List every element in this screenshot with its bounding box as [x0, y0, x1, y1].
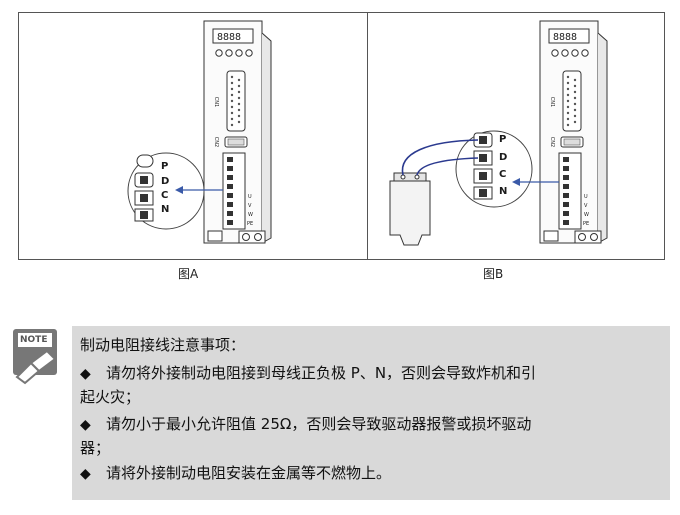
note-panel: [72, 326, 670, 500]
side-pin-pe-b: PE: [583, 221, 590, 227]
servo-drive-b: 8888: [539, 20, 608, 244]
side-pin-v-b: V: [584, 203, 588, 209]
svg-text:8888: 8888: [217, 32, 241, 43]
note-line-2: 起火灾；: [80, 386, 140, 407]
pin-label-c-a: C: [161, 190, 169, 201]
cn1-label-a: CN1: [213, 96, 220, 108]
pin-label-d-a: D: [161, 176, 170, 187]
pin-label-d-b: D: [499, 152, 508, 163]
side-pin-u-a: U: [248, 194, 252, 200]
figure-a-drawing: 8888: [127, 20, 272, 244]
pin-label-n-b: N: [499, 186, 508, 197]
pin-label-p-b: P: [499, 134, 507, 145]
note-line-4: 器；: [80, 437, 110, 458]
pin-label-p-a: P: [161, 161, 169, 172]
note-text-5: 请将外接制动电阻安装在金属等不燃物上。: [106, 464, 392, 482]
brake-resistor: [389, 172, 431, 246]
side-pin-w-a: W: [248, 212, 253, 218]
servo-drive-a: 8888: [203, 20, 272, 244]
note-title: 制动电阻接线注意事项：: [80, 336, 246, 354]
side-pin-u-b: U: [584, 194, 588, 200]
pin-label-c-b: C: [499, 169, 507, 180]
note-icon-label: NOTE: [20, 335, 48, 345]
terminal-magnifier-b: [455, 130, 533, 208]
cn1-label-b: CN1: [549, 96, 556, 108]
svg-text:8888: 8888: [553, 32, 577, 43]
figure-b-caption: 图B: [483, 267, 504, 281]
note-line-3: ◆ 请勿小于最小允许阻值 25Ω，否则会导致驱动器报警或损坏驱动: [80, 413, 531, 434]
side-pin-v-a: V: [248, 203, 252, 209]
cn2-label-b: CN2: [549, 136, 556, 148]
note-text-4: 器；: [80, 439, 111, 457]
note-text-1: 请勿将外接制动电阻接到母线正负极 P、N，否则会导致炸机和引: [106, 364, 537, 382]
pointer-arrow-a: [175, 186, 223, 194]
bullet-icon: ◆: [80, 417, 91, 433]
figure-b-drawing: 8888: [389, 20, 608, 246]
pin-label-n-a: N: [161, 204, 170, 215]
bullet-icon: ◆: [80, 366, 91, 382]
figure-a-caption: 图A: [178, 267, 199, 281]
terminal-magnifier-a: [127, 152, 205, 230]
note-text-3: 请勿小于最小允许阻值 25Ω，否则会导致驱动器报警或损坏驱动: [106, 415, 532, 433]
note-icon: NOTE: [11, 327, 67, 385]
resistor-wires: [401, 139, 479, 176]
note-text-2: 起火灾；: [80, 388, 141, 406]
figure-b: 8888: [367, 12, 665, 260]
side-pin-pe-a: PE: [247, 221, 254, 227]
note-line-1: ◆ 请勿将外接制动电阻接到母线正负极 P、N，否则会导致炸机和引: [80, 362, 536, 383]
bullet-icon: ◆: [80, 466, 91, 482]
side-pin-w-b: W: [584, 212, 589, 218]
cn2-label-a: CN2: [213, 136, 220, 148]
note-line-5: ◆ 请将外接制动电阻安装在金属等不燃物上。: [80, 462, 391, 483]
figure-a: 8888: [18, 12, 368, 260]
pointer-arrow-b: [512, 178, 559, 186]
